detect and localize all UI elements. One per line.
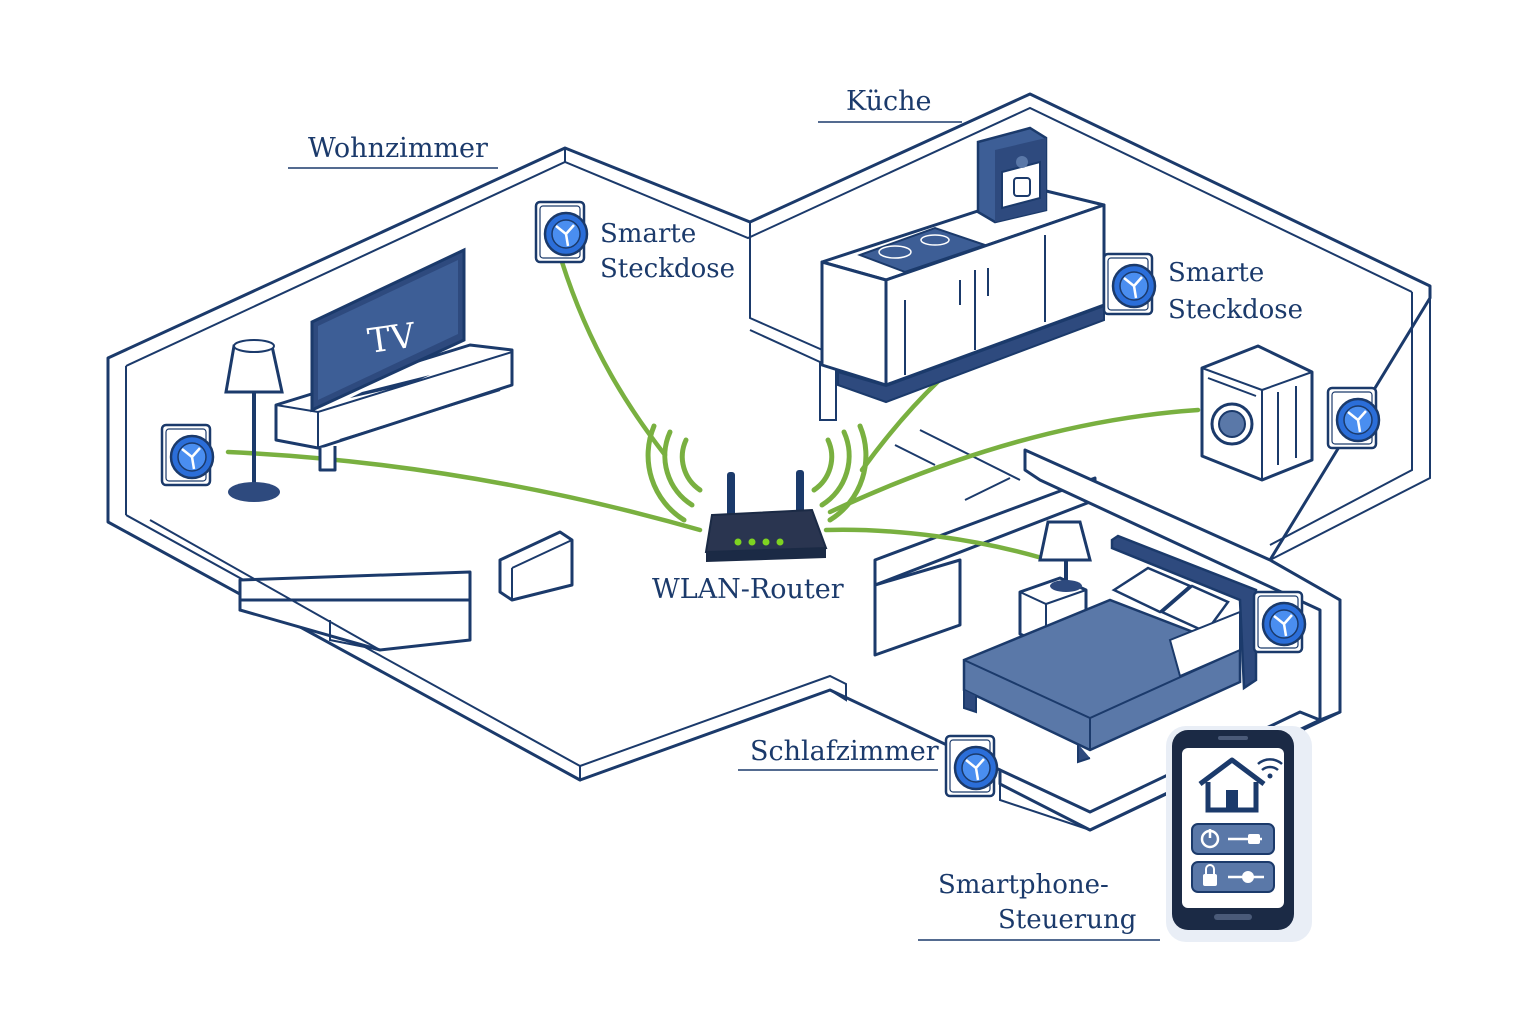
smartphone-label-line1: Smartphone- (938, 870, 1109, 900)
tv-label: TV (365, 315, 419, 361)
kitchen-counter (820, 188, 1106, 404)
wall-box (498, 530, 574, 602)
smart-plug-icon (1326, 386, 1381, 450)
bed-icon (962, 534, 1258, 764)
smart-plug-icon (160, 423, 215, 487)
wifi-icon (1257, 758, 1283, 779)
plug-label-1-line2: Steckdose (600, 254, 735, 284)
lock-toggle (1191, 861, 1275, 893)
router-label: WLAN-Router (652, 574, 844, 605)
plug-label-2-line2: Steckdose (1168, 295, 1303, 325)
lock-icon (1203, 864, 1217, 886)
connection-bedroom (823, 527, 1045, 561)
lamp-icon (224, 339, 284, 502)
smart-plug-icon (534, 200, 589, 264)
washing-machine-icon (1200, 344, 1314, 482)
room-label-schlafzimmer: Schlafzimmer (750, 736, 939, 767)
tv-icon: TV (310, 247, 466, 413)
wifi-router-icon (645, 423, 869, 562)
connection-tv-plug (225, 449, 703, 533)
connection-washer (827, 407, 1201, 515)
smart-plug-icon (1102, 252, 1157, 316)
plug-label-2-line1: Smarte (1168, 258, 1264, 288)
smart-plug-icon (944, 734, 999, 798)
power-toggle (1191, 823, 1275, 855)
plug-label-1-line1: Smarte (600, 219, 696, 249)
smartphone-icon (1166, 726, 1312, 942)
room-label-kueche: Küche (846, 86, 931, 117)
labels: Wohnzimmer Küche Smarte Steckdose Smarte… (288, 86, 1303, 941)
room-label-wohnzimmer: Wohnzimmer (308, 133, 488, 164)
home-icon (1198, 757, 1266, 813)
coffee-machine-icon (976, 126, 1048, 224)
tv-stand (274, 343, 514, 472)
cooktop (857, 226, 989, 274)
smart-plug-icon (1252, 590, 1307, 654)
wifi-connections (225, 259, 1201, 561)
smartphone-label-line2: Steuerung (998, 905, 1136, 935)
